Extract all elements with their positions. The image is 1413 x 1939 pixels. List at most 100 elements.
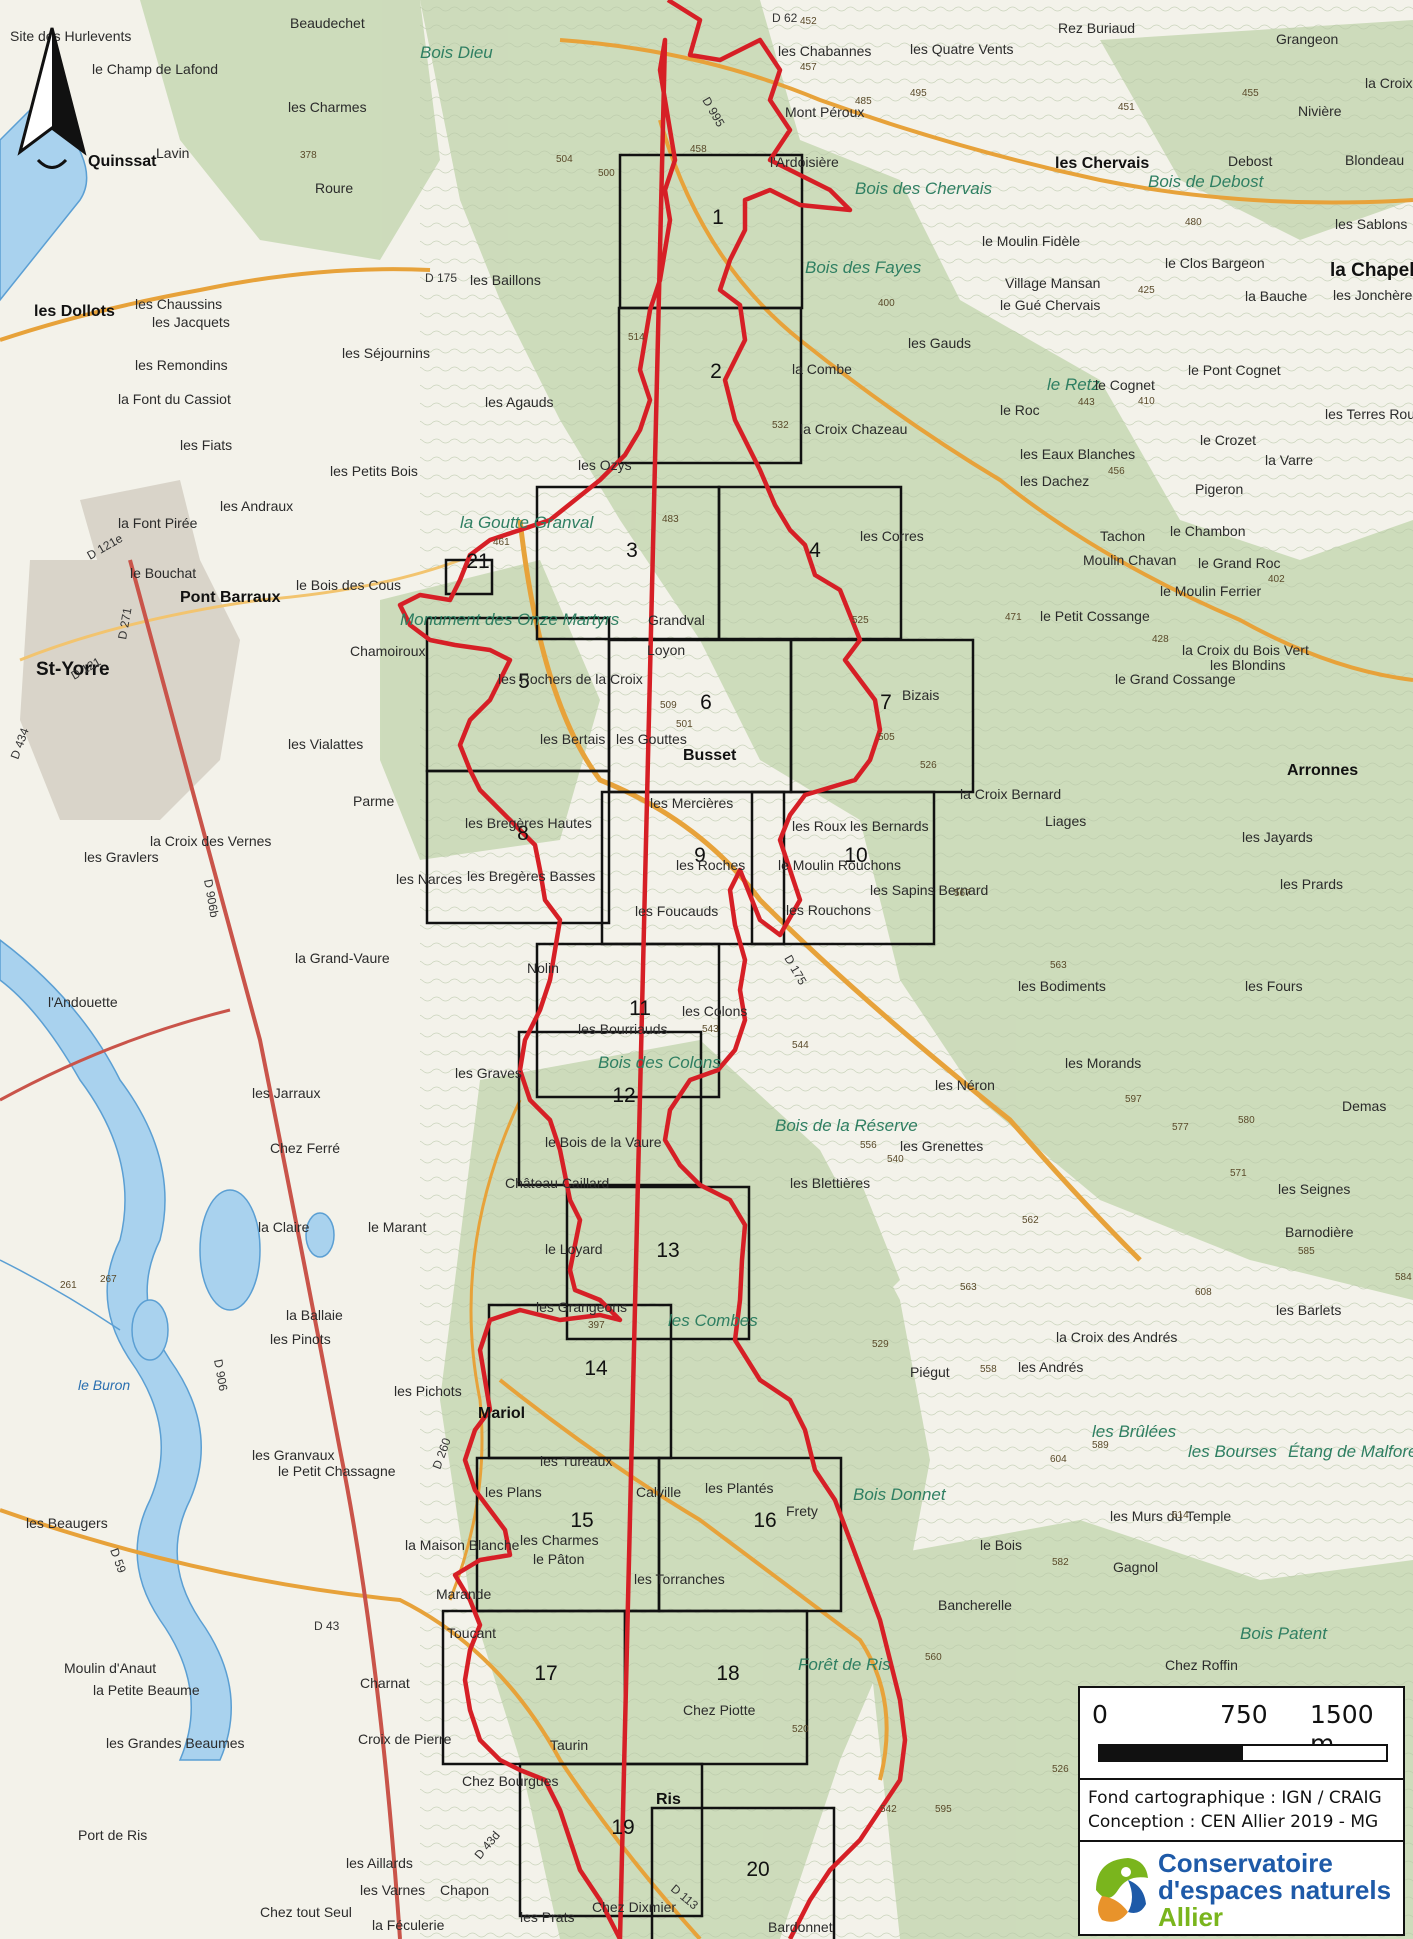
place-label: Calville bbox=[636, 1484, 681, 1500]
place-label: les Bregères Basses bbox=[467, 868, 595, 884]
place-label: Mariol bbox=[478, 1405, 525, 1422]
place-label: les Gravlers bbox=[84, 849, 159, 865]
place-label: les Jonchère bbox=[1333, 287, 1413, 303]
grid-numbers: 1 2 3 4 5 6 7 8 9 10 11 12 13 14 15 16 1… bbox=[466, 206, 892, 1881]
place-label: le Marant bbox=[368, 1219, 426, 1235]
altitude-label: 400 bbox=[878, 298, 895, 309]
place-label: les Brûlées bbox=[1092, 1422, 1177, 1441]
place-label: Nolin bbox=[527, 960, 559, 976]
place-label: les Fours bbox=[1245, 978, 1303, 994]
road-label: D 271 bbox=[115, 606, 134, 640]
place-label: Liages bbox=[1045, 813, 1086, 829]
grid-number: 15 bbox=[570, 1509, 593, 1532]
grid-cell-2[interactable] bbox=[617, 306, 803, 465]
place-label: les Mercières bbox=[650, 795, 733, 811]
grid-cell-8[interactable] bbox=[425, 769, 611, 925]
place-label: les Blondins bbox=[1210, 657, 1286, 673]
altitude-label: 505 bbox=[878, 732, 895, 743]
north-arrow-icon bbox=[17, 27, 87, 169]
grid-cell-13[interactable] bbox=[565, 1185, 751, 1341]
place-label: les Grandes Beaumes bbox=[106, 1735, 245, 1751]
place-label: les Charmes bbox=[288, 99, 367, 115]
place-label: les Murs du Temple bbox=[1110, 1508, 1231, 1524]
altitude-label: 452 bbox=[800, 16, 817, 27]
place-label: les Jayards bbox=[1242, 829, 1313, 845]
place-label: la Grand-Vaure bbox=[295, 950, 390, 966]
altitude-label: 397 bbox=[588, 1320, 605, 1331]
place-label: le Roc bbox=[1000, 402, 1040, 418]
grid-cell-12[interactable] bbox=[517, 1030, 703, 1187]
scale-bar-segment-white bbox=[1243, 1746, 1386, 1760]
place-label: Bardonnet bbox=[768, 1919, 833, 1935]
place-label: les Gauds bbox=[908, 335, 971, 351]
altitude-label: 563 bbox=[960, 1282, 977, 1293]
place-label: les Remondins bbox=[135, 357, 228, 373]
grid-number: 20 bbox=[746, 1858, 769, 1881]
altitude-label: 580 bbox=[1238, 1115, 1255, 1126]
place-label: Grandval bbox=[648, 612, 705, 628]
grid-cell-10[interactable] bbox=[750, 790, 936, 946]
place-label: Moulin d'Anaut bbox=[64, 1660, 156, 1676]
place-label: le Bois des Cous bbox=[296, 577, 401, 593]
place-label: le Bois de la Vaure bbox=[545, 1134, 662, 1150]
place-label: la Ballaie bbox=[286, 1307, 343, 1323]
place-label: le Bouchat bbox=[130, 565, 196, 581]
place-label: Grangeon bbox=[1276, 31, 1338, 47]
place-label: Bois Donnet bbox=[853, 1485, 947, 1504]
place-label: Blondeau bbox=[1345, 152, 1404, 168]
place-label: Loyon bbox=[647, 642, 685, 658]
scale-tick-end: 1500 m bbox=[1310, 1700, 1374, 1758]
map-credits: Fond cartographique : IGN / CRAIG Concep… bbox=[1080, 1778, 1403, 1838]
altitude-label: 378 bbox=[300, 150, 317, 161]
place-label: le Gué Chervais bbox=[1000, 297, 1100, 313]
site-boundary bbox=[397, 0, 908, 1939]
altitude-label: 577 bbox=[1172, 1122, 1189, 1133]
place-label: Pigeron bbox=[1195, 481, 1243, 497]
place-label: les Granvaux bbox=[252, 1447, 334, 1463]
place-label: la Combe bbox=[792, 361, 852, 377]
logo-line-1: Conservatoire bbox=[1158, 1848, 1333, 1878]
altitude-label: 455 bbox=[1242, 88, 1259, 99]
place-label: les Petits Bois bbox=[330, 463, 418, 479]
grid-cell-19[interactable] bbox=[518, 1762, 704, 1918]
place-label: Bois des Colons bbox=[598, 1053, 721, 1072]
place-label: le Moulin Ferrier bbox=[1160, 583, 1261, 599]
altitude-label: 443 bbox=[1078, 397, 1095, 408]
altitude-label: 458 bbox=[690, 144, 707, 155]
place-label: les Andrés bbox=[1018, 1359, 1083, 1375]
road-label: D 906 bbox=[211, 1358, 230, 1392]
place-label: Piégut bbox=[910, 1364, 950, 1380]
place-label: les Dollots bbox=[34, 303, 115, 320]
altitude-label: 509 bbox=[660, 700, 677, 711]
place-label: les Bourriauds bbox=[578, 1021, 668, 1037]
grid-number: 1 bbox=[712, 206, 724, 229]
place-label: Chez tout Seul bbox=[260, 1904, 352, 1920]
place-label: les Roux bbox=[792, 818, 846, 834]
roads bbox=[0, 38, 1413, 1939]
altitude-label: 582 bbox=[1052, 1557, 1069, 1568]
place-label: le Cognet bbox=[1095, 377, 1155, 393]
place-label: les Plans bbox=[485, 1484, 542, 1500]
altitude-label: 543 bbox=[702, 1024, 719, 1035]
altitude-label: 483 bbox=[662, 514, 679, 525]
altitude-label: 542 bbox=[880, 1804, 897, 1815]
logo-leaf-icon bbox=[1096, 1858, 1148, 1922]
place-label: Barnodière bbox=[1285, 1224, 1354, 1240]
scale-bar bbox=[1098, 1744, 1388, 1762]
place-label: le Moulin Fidèle bbox=[982, 233, 1080, 249]
place-label: les Pichots bbox=[394, 1383, 462, 1399]
altitude-label: 500 bbox=[598, 168, 615, 179]
grid-number: 10 bbox=[844, 844, 867, 867]
place-label: le Bois bbox=[980, 1537, 1022, 1553]
grid-cell-20[interactable] bbox=[650, 1806, 836, 1939]
place-label: la Croix du Bois Vert bbox=[1182, 642, 1309, 658]
place-label: le Pont Cognet bbox=[1188, 362, 1281, 378]
place-label: le Buron bbox=[78, 1377, 130, 1393]
place-label: St-Yorre bbox=[36, 659, 110, 680]
place-label: les Colons bbox=[682, 1003, 747, 1019]
place-label: Étang de Malforet bbox=[1288, 1442, 1413, 1461]
place-label: la Croix des Vernes bbox=[150, 833, 271, 849]
place-label: le Pâton bbox=[533, 1551, 584, 1567]
grid-cells bbox=[425, 153, 975, 1939]
